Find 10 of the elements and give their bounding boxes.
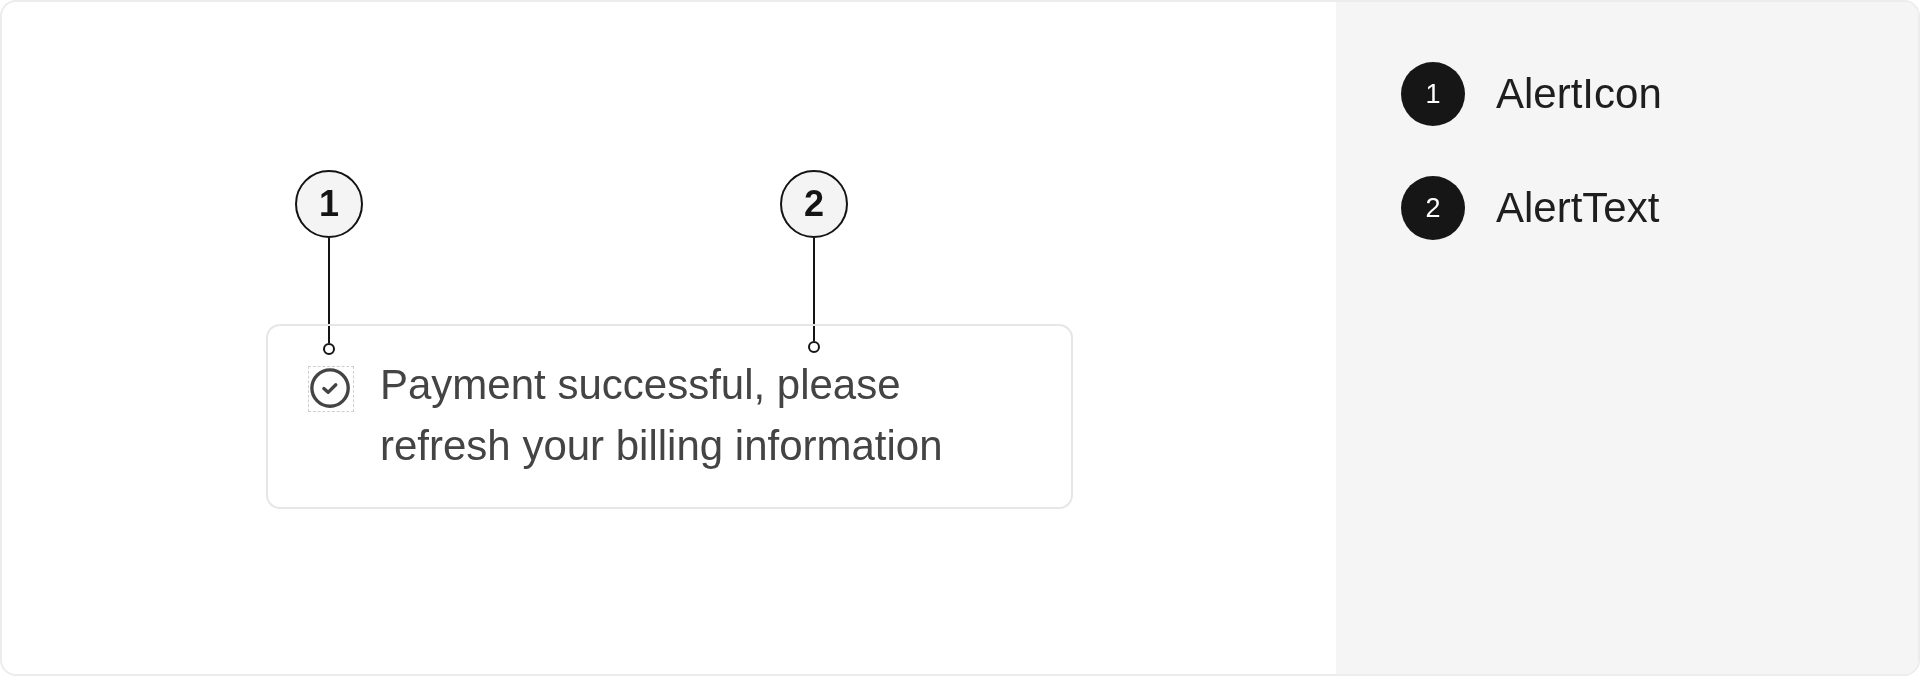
callout-number: 2: [780, 170, 848, 238]
leader-line: [323, 237, 335, 355]
callout-number: 1: [295, 170, 363, 238]
alert-message: Payment successful, please refresh your billing information: [380, 354, 980, 476]
part-name: AlertIcon: [1496, 69, 1662, 119]
alert-box: [266, 324, 1073, 509]
callout-number: 2: [1401, 176, 1465, 240]
leader-line: [808, 237, 820, 353]
callout-number: 1: [1401, 62, 1465, 126]
part-name: AlertText: [1496, 183, 1660, 233]
